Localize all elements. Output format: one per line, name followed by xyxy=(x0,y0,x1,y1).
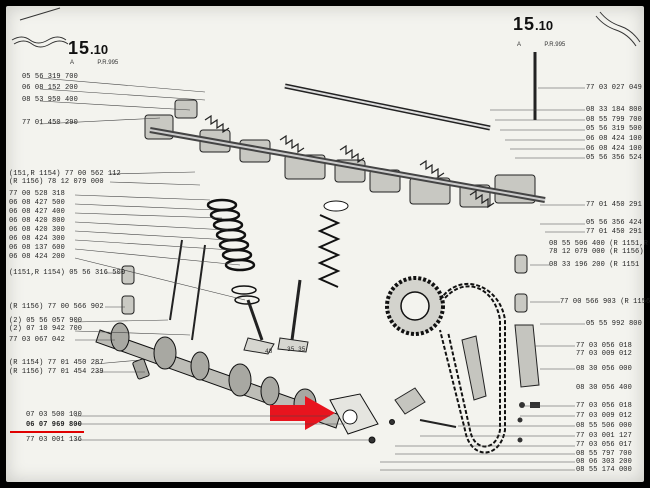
part-label-right: 77 03 027 049 xyxy=(586,84,642,92)
leader-lines-left xyxy=(39,77,370,441)
page-letter-left: A xyxy=(70,60,75,66)
part-label-left: 77 03 001 136 xyxy=(26,436,82,444)
dimension-tag: 35 35 xyxy=(287,346,306,353)
part-label-left: 06 08 424 200 xyxy=(9,253,65,261)
red-underline xyxy=(10,431,84,433)
small-parts-right xyxy=(394,387,540,443)
part-label-left: (151,R 1154) 77 00 562 112 xyxy=(9,170,121,178)
part-label-right: 05 56 356 524 xyxy=(586,154,642,162)
part-label-right: 08 30 056 000 xyxy=(576,365,632,373)
part-label-left: (1151,R 1154) 05 56 316 500 xyxy=(9,269,126,277)
valve-retainer xyxy=(323,200,349,212)
part-label-left: 06 08 137 600 xyxy=(9,244,65,252)
valve-spring-left xyxy=(206,198,260,305)
part-label-right: 77 03 056 018 xyxy=(576,342,632,350)
page-major-left: 15 xyxy=(68,38,91,58)
part-label-left: (2) 05 56 057 900 xyxy=(9,317,83,325)
rocker-assembly xyxy=(144,99,546,208)
part-label-right: 08 33 196 200 (R 1151 xyxy=(549,261,640,269)
part-label-left: 06 08 427 500 xyxy=(9,199,65,207)
page-sub-left: A P.R.995 xyxy=(70,60,118,66)
camshaft-flange-plate xyxy=(329,393,395,444)
part-label-left: 08 53 950 400 xyxy=(22,96,78,104)
part-label-right: 77 00 566 903 (R 1156) xyxy=(560,298,650,306)
part-label-right: 08 55 799 700 xyxy=(586,116,642,124)
part-label-left: 77 01 450 290 xyxy=(22,119,78,127)
part-label-left: 77 00 528 318 xyxy=(9,190,65,198)
part-label-right: 77 03 056 018 xyxy=(576,402,632,410)
part-label-left: 06 08 420 300 xyxy=(9,226,65,234)
part-label-left: (R 1156) 77 01 454 239 xyxy=(9,368,104,376)
valves xyxy=(169,239,309,355)
dimension-tag: 48 xyxy=(265,348,273,355)
highlighted-part-number: 06 07 969 800 xyxy=(26,421,82,429)
part-label-right: 08 55 506 400 (R 1151,R xyxy=(549,240,648,248)
timing-sprocket xyxy=(385,276,445,336)
part-label-right: 08 33 184 800 xyxy=(586,106,642,114)
part-label-right: 08 55 506 000 xyxy=(576,422,632,430)
part-label-right: 05 56 319 500 xyxy=(586,125,642,133)
page-ref-right: P.R.995 xyxy=(544,42,566,48)
part-label-left: 06 08 420 800 xyxy=(9,217,65,225)
decorative-chain-top-left xyxy=(11,7,69,48)
page-number-left: 15.10 xyxy=(68,38,108,59)
part-label-left: (R 1156) 78 12 079 000 xyxy=(9,178,104,186)
rocker-shaft xyxy=(284,83,491,131)
part-label-left: 05 56 319 700 xyxy=(22,73,78,81)
decorative-chain-top-right xyxy=(595,11,641,47)
page-minor-left: .10 xyxy=(90,42,109,57)
part-label-right: 78 12 079 000 (R 1156) xyxy=(549,248,644,256)
part-label-right: 08 30 056 400 xyxy=(576,384,632,392)
part-label-left: (R 1154) 77 01 450 287 xyxy=(9,359,104,367)
part-label-left: 07 03 500 100 xyxy=(26,411,82,419)
part-label-right: 05 56 356 424 xyxy=(586,219,642,227)
part-label-right: 06 08 424 100 xyxy=(586,145,642,153)
part-label-right: 77 03 056 017 xyxy=(576,441,632,449)
page-letter-right: A xyxy=(517,42,522,48)
part-label-left: 06 08 152 200 xyxy=(22,84,78,92)
part-label-right: 08 55 797 700 xyxy=(576,450,632,458)
leader-lines-right xyxy=(380,87,585,471)
part-label-right: 77 03 009 012 xyxy=(576,350,632,358)
part-label-left: 77 03 067 042 xyxy=(9,336,65,344)
part-label-right: 08 55 174 000 xyxy=(576,466,632,474)
red-highlight-arrow xyxy=(270,396,335,430)
valve-guides xyxy=(121,254,528,315)
valve-spring-right xyxy=(317,214,341,288)
rocker-springs xyxy=(204,114,495,209)
part-label-right: 77 01 450 291 xyxy=(586,201,642,209)
page-major-right: 15 xyxy=(513,14,536,34)
page-number-right: 15.10 xyxy=(513,14,553,35)
part-label-left: (R 1156) 77 00 566 902 xyxy=(9,303,104,311)
part-label-right: 06 08 424 100 xyxy=(586,135,642,143)
page-ref-left: P.R.995 xyxy=(97,60,119,66)
part-label-right: 77 03 001 127 xyxy=(576,432,632,440)
part-label-right: 77 01 450 291 xyxy=(586,228,642,236)
part-label-left: 06 08 427 400 xyxy=(9,208,65,216)
part-label-right: 05 55 992 800 xyxy=(586,320,642,328)
page-minor-right: .10 xyxy=(535,18,554,33)
page-sub-right: A P.R.995 xyxy=(517,42,565,48)
part-label-right: 77 03 009 012 xyxy=(576,412,632,420)
timing-chain xyxy=(439,282,506,454)
chain-tensioner xyxy=(461,324,540,401)
part-label-left: 06 08 424 300 xyxy=(9,235,65,243)
part-label-left: (2) 07 10 942 700 xyxy=(9,325,83,333)
part-label-right: 08 06 303 200 xyxy=(576,458,632,466)
